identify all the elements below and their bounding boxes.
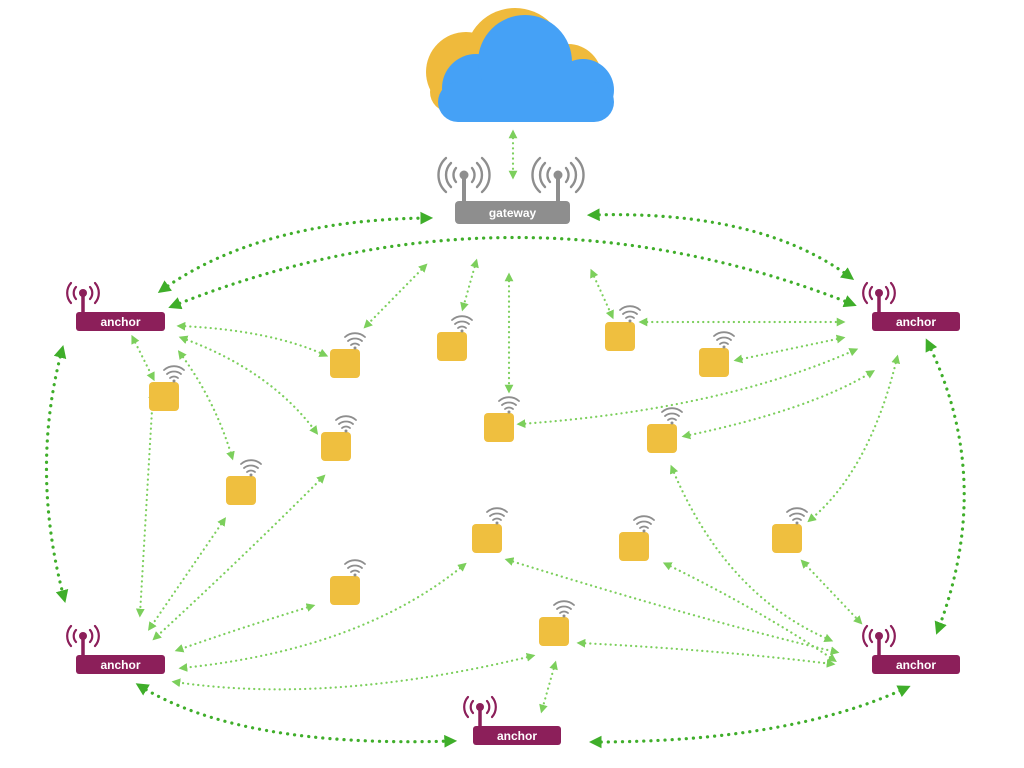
wifi-icon — [163, 365, 185, 383]
antenna-icon — [66, 624, 100, 658]
link-anchor-bottomleft-bottom — [135, 683, 458, 748]
antenna-icon — [862, 624, 896, 658]
link-gateway-tag — [590, 268, 614, 320]
wifi-icon — [344, 332, 366, 350]
link-anchor-tag — [669, 464, 834, 642]
link-anchor-topright-bottomright — [925, 338, 966, 635]
link-anchor-tag — [174, 603, 316, 653]
link-anchor-tag — [176, 321, 329, 357]
cloud-icon — [426, 8, 614, 122]
link-gateway-anchor-topright — [586, 208, 855, 281]
tag-node — [330, 559, 366, 605]
anchor-bottom-center: anchor — [463, 695, 561, 745]
anchor-label: anchor — [497, 729, 537, 743]
link-anchor-tag — [178, 335, 319, 435]
wifi-icon — [713, 331, 735, 349]
wifi-icon — [451, 315, 473, 333]
tag-node — [437, 315, 473, 361]
link-anchor-tag — [504, 557, 840, 656]
tag-node — [772, 507, 808, 553]
wifi-icon — [335, 415, 357, 433]
tag-node — [149, 365, 185, 411]
link-anchor-tag — [733, 334, 846, 364]
wifi-icon — [633, 515, 655, 533]
link-anchor-topleft-topright — [168, 235, 857, 310]
link-anchor-tag — [177, 350, 235, 461]
gateway-router: gateway — [437, 156, 585, 224]
anchor-label: anchor — [100, 658, 140, 672]
tag-node — [484, 396, 520, 442]
link-anchor-tag — [807, 354, 901, 523]
link-anchor-tag — [800, 559, 863, 625]
link-anchor-tag — [178, 562, 467, 672]
wifi-icon — [553, 600, 575, 618]
link-gateway-tag — [460, 258, 479, 312]
tag-node — [330, 332, 366, 378]
link-anchor-tag — [171, 652, 536, 691]
wifi-icon — [240, 459, 262, 477]
link-anchor-tag — [662, 562, 837, 662]
antenna-icon — [66, 281, 100, 315]
router-icon — [437, 156, 585, 224]
tag-node — [539, 600, 575, 646]
link-anchor-tag — [681, 370, 876, 440]
link-anchor-tag — [576, 638, 836, 668]
link-anchor-tag — [516, 348, 859, 429]
anchor-label: anchor — [100, 315, 140, 329]
antenna-icon — [862, 281, 896, 315]
gateway-label: gateway — [489, 206, 537, 220]
tag-node — [226, 459, 262, 505]
anchor-bottom-right: anchor — [862, 624, 960, 674]
tag-node — [619, 515, 655, 561]
link-anchor-topleft-bottomleft — [44, 345, 69, 603]
connection-links — [44, 129, 966, 749]
anchor-top-left: anchor — [66, 281, 165, 331]
tag-node — [321, 415, 357, 461]
wifi-icon — [661, 407, 683, 425]
tag-node — [605, 305, 641, 351]
link-anchor-tag — [539, 660, 558, 714]
anchor-top-right: anchor — [862, 281, 960, 331]
tag-node — [699, 331, 735, 377]
link-gateway-tag — [363, 263, 428, 329]
wifi-icon — [498, 396, 520, 414]
tag-node — [472, 507, 508, 553]
anchor-bottom-left: anchor — [66, 624, 165, 674]
link-anchor-tag — [135, 389, 158, 618]
anchor-label: anchor — [896, 315, 936, 329]
anchor-label: anchor — [896, 658, 936, 672]
wifi-icon — [619, 305, 641, 323]
wifi-icon — [344, 559, 366, 577]
link-anchor-bottom-bottomright — [588, 685, 911, 749]
tag-node — [647, 407, 683, 453]
wifi-icon — [486, 507, 508, 525]
link-gateway-anchor-topleft — [157, 211, 434, 293]
wifi-icon — [786, 507, 808, 525]
antenna-icon — [463, 695, 497, 729]
tag-nodes — [149, 305, 808, 646]
link-anchor-tag — [131, 334, 155, 382]
link-anchor-tag — [148, 517, 226, 631]
